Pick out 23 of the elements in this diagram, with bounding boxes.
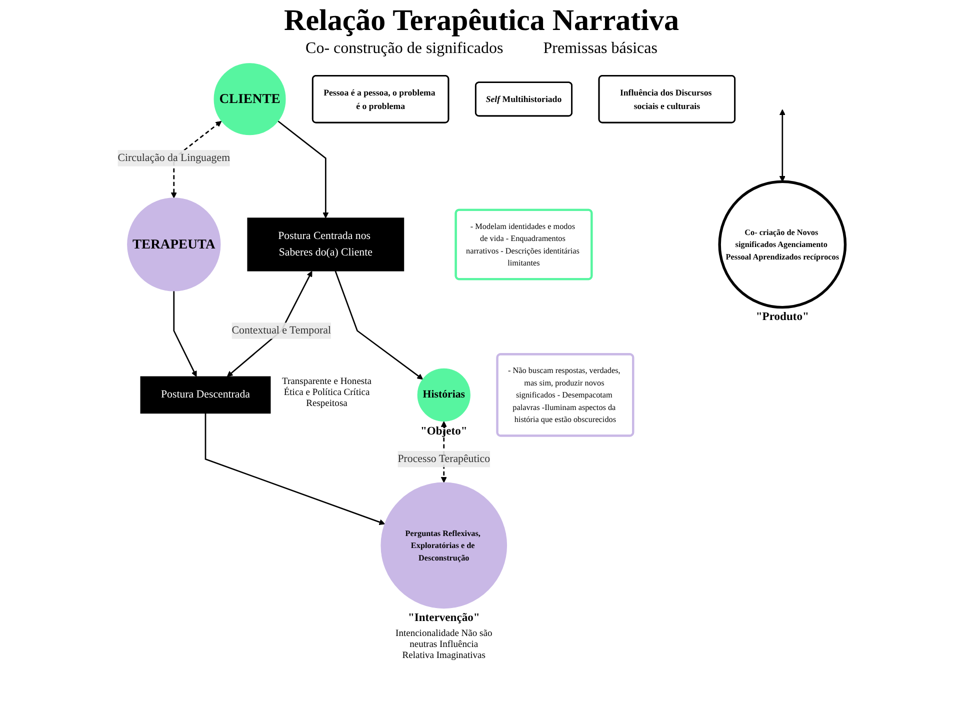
node-circle: CLIENTE bbox=[214, 63, 286, 136]
edge-label: Processo Terapêutico bbox=[398, 453, 490, 465]
note-text: Co- construção de significados bbox=[306, 40, 504, 58]
caption-text: "Produto" bbox=[754, 310, 810, 324]
node-circle: Co- criação de Novos significados Agenciamento Pessoal Aprendizados recíprocos bbox=[718, 180, 847, 309]
arrow bbox=[779, 109, 786, 182]
diagram-title: Relação Terapêutica Narrativa bbox=[283, 4, 680, 38]
node-circle: Perguntas Reflexivas, Exploratórias e de Desconstrução bbox=[380, 482, 508, 609]
note-text: Transparente e Honesta Ética e Política Crítica Respeitosa bbox=[281, 376, 372, 410]
note-text: Premissas básicas bbox=[543, 40, 658, 58]
caption-text: "Intervenção" bbox=[406, 610, 481, 625]
arrow bbox=[173, 290, 197, 377]
arrow bbox=[334, 270, 424, 380]
node-circle: Histórias bbox=[417, 368, 470, 422]
node-box: Postura Centrada nos Saberes do(a) Cliente bbox=[247, 218, 404, 272]
caption-text: "Objeto" bbox=[419, 424, 468, 438]
node-box: Postura Descentrada bbox=[140, 376, 271, 414]
arrow bbox=[278, 120, 329, 218]
arrow bbox=[204, 413, 386, 525]
edge-label: Circulação da Linguagem bbox=[118, 152, 230, 164]
node-circle: TERAPEUTA bbox=[127, 198, 221, 292]
note-text: Intencionalidade Não são neutras Influência Relativa Imaginativas bbox=[394, 628, 494, 662]
edge-label: Contextual e Temporal bbox=[232, 324, 332, 336]
